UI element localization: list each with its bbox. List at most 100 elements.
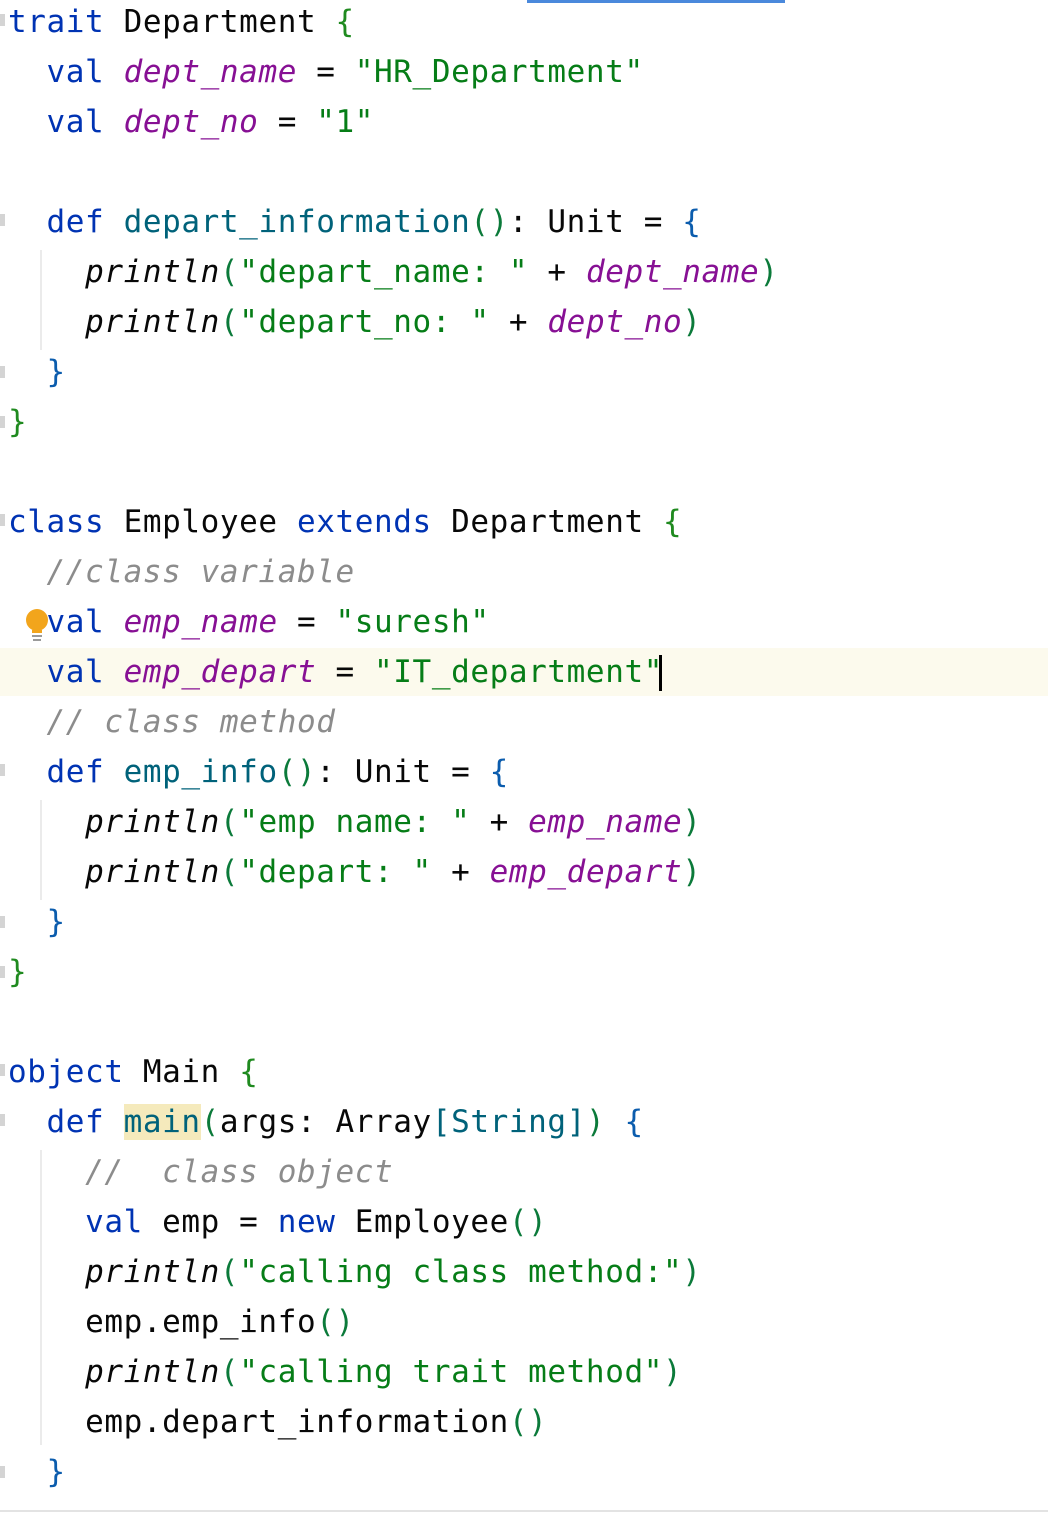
code-line[interactable]: }	[8, 1447, 66, 1497]
code-line[interactable]: emp.depart_information()	[8, 1397, 547, 1447]
code-line[interactable]: object Main {	[8, 1047, 258, 1097]
code-token: {	[624, 1104, 644, 1140]
code-token: //class variable	[46, 554, 355, 590]
fold-marker[interactable]	[0, 366, 5, 378]
code-token: emp.depart_information	[85, 1404, 509, 1440]
code-token: {	[682, 204, 702, 240]
code-token: "calling class method:"	[239, 1254, 683, 1290]
lightbulb-icon[interactable]	[24, 608, 50, 644]
code-token: class	[8, 504, 105, 540]
code-token	[8, 204, 47, 240]
code-token: emp_name	[528, 804, 683, 840]
code-line[interactable]: def main(args: Array[String]) {	[8, 1097, 644, 1147]
code-token: def	[46, 204, 105, 240]
code-token: =	[258, 104, 317, 140]
code-token	[605, 1104, 624, 1140]
fold-marker[interactable]	[0, 1466, 5, 1478]
code-line[interactable]: val emp = new Employee()	[8, 1197, 547, 1247]
code-token: ]	[566, 1104, 586, 1140]
code-line[interactable]: println("calling class method:")	[8, 1247, 702, 1297]
code-line[interactable]: println("depart_name: " + dept_name)	[8, 247, 779, 297]
code-token: emp_depart	[123, 654, 317, 690]
code-line[interactable]: }	[8, 397, 27, 447]
code-token: ()	[508, 1404, 548, 1440]
code-token: ()	[470, 204, 509, 240]
code-token	[8, 704, 47, 740]
code-token: )	[682, 1254, 702, 1290]
code-token: "suresh"	[335, 604, 490, 640]
code-line[interactable]: class Employee extends Department {	[8, 497, 682, 547]
code-token	[8, 104, 47, 140]
code-line[interactable]: println("depart_no: " + dept_no)	[8, 297, 702, 347]
code-token	[8, 654, 47, 690]
fold-marker[interactable]	[0, 966, 5, 978]
code-token: "IT_department"	[374, 654, 663, 690]
code-token	[8, 1454, 47, 1490]
code-line[interactable]: def emp_info(): Unit = {	[8, 747, 509, 797]
code-token: =	[296, 54, 355, 90]
code-token: val	[46, 654, 105, 690]
code-token: String	[451, 1104, 567, 1140]
code-line[interactable]: val dept_no = "1"	[8, 97, 374, 147]
code-token: emp_info	[123, 754, 278, 790]
code-token: "1"	[316, 104, 375, 140]
code-token	[8, 1104, 47, 1140]
code-token: Employee	[104, 504, 297, 540]
code-token	[8, 304, 85, 340]
fold-marker[interactable]	[0, 916, 5, 928]
code-line[interactable]: }	[8, 947, 27, 997]
code-token: val	[85, 1204, 143, 1240]
code-line[interactable]: }	[8, 347, 66, 397]
code-line[interactable]: println("emp name: " + emp_name)	[8, 797, 702, 847]
code-token: "emp name: "	[239, 804, 471, 840]
code-line[interactable]: trait Department {	[8, 0, 355, 47]
code-token: println	[85, 804, 220, 840]
code-token: }	[46, 354, 66, 390]
code-token	[104, 4, 123, 40]
code-token: }	[8, 404, 28, 440]
code-line[interactable]: val dept_name = "HR_Department"	[8, 47, 644, 97]
code-line[interactable]: //class variable	[8, 547, 355, 597]
code-token: println	[85, 304, 220, 340]
code-token: +	[528, 254, 586, 290]
code-line[interactable]: emp.emp_info()	[8, 1297, 355, 1347]
code-token: {	[489, 754, 509, 790]
code-token: ()	[277, 754, 317, 790]
active-tab-indicator	[527, 0, 785, 3]
code-token: +	[470, 804, 529, 840]
code-line[interactable]: }	[8, 897, 66, 947]
code-token: println	[85, 854, 220, 890]
code-token: println	[85, 1354, 220, 1390]
code-token: def	[46, 1104, 105, 1140]
code-token: +	[431, 854, 490, 890]
code-token: "depart_no: "	[239, 304, 490, 340]
code-token: new	[277, 1204, 336, 1240]
fold-marker[interactable]	[0, 1114, 5, 1126]
code-line[interactable]: // class method	[8, 697, 336, 747]
code-token	[8, 354, 47, 390]
fold-marker[interactable]	[0, 14, 5, 26]
code-line[interactable]: // class object	[8, 1147, 393, 1197]
code-token	[8, 1204, 85, 1240]
code-token: )	[759, 254, 779, 290]
code-line[interactable]: val emp_name = "suresh"	[8, 597, 490, 647]
code-token	[104, 1104, 123, 1140]
fold-marker[interactable]	[0, 416, 5, 428]
code-token: (	[219, 304, 240, 340]
code-token: dept_name	[585, 254, 760, 290]
fold-marker[interactable]	[0, 764, 5, 776]
fold-marker[interactable]	[0, 514, 5, 526]
indent-guide	[40, 800, 42, 900]
code-line[interactable]: println("calling trait method")	[8, 1347, 682, 1397]
code-token	[8, 554, 47, 590]
editor-bottom-border	[0, 1510, 1048, 1512]
fold-marker[interactable]	[0, 1064, 5, 1076]
code-token: emp_name	[123, 604, 278, 640]
code-line[interactable]: val emp_depart = "IT_department"	[8, 647, 663, 697]
code-token: ()	[316, 1304, 355, 1340]
code-line[interactable]: def depart_information(): Unit = {	[8, 197, 702, 247]
code-line[interactable]: println("depart: " + emp_depart)	[8, 847, 702, 897]
code-token	[316, 4, 335, 40]
fold-marker[interactable]	[0, 214, 5, 226]
